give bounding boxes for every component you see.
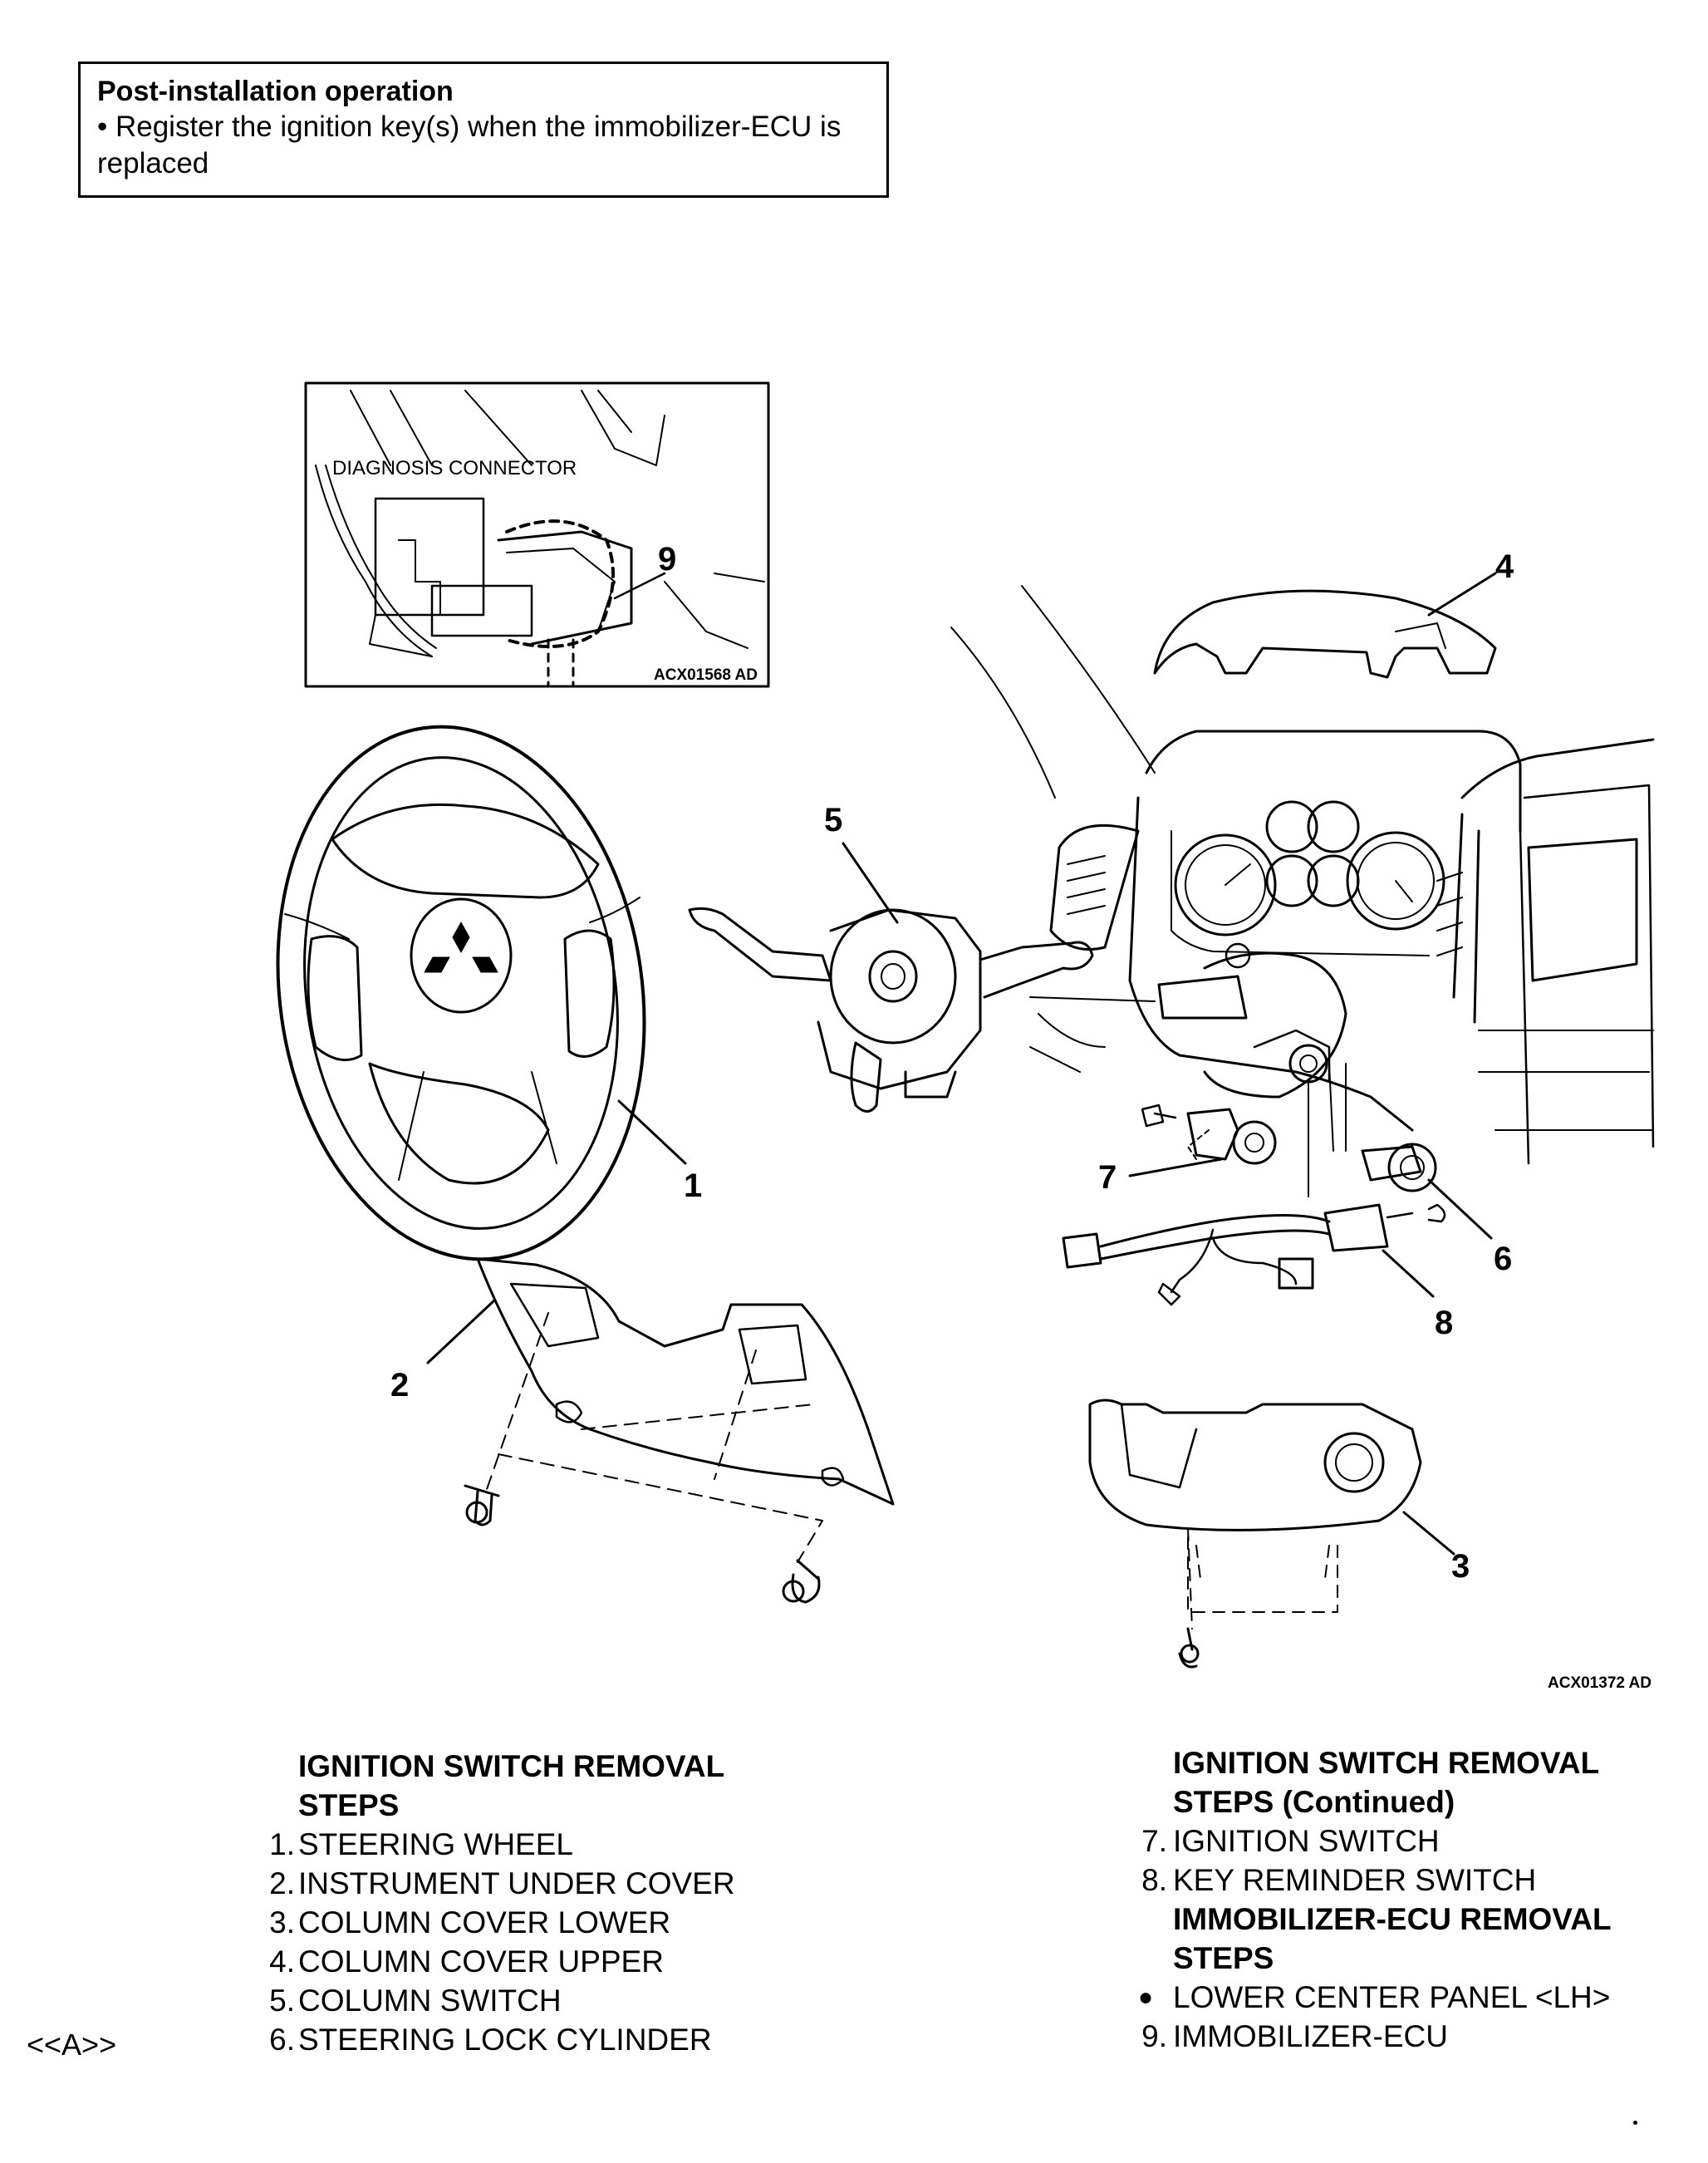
callout-7: 7 bbox=[1098, 1159, 1117, 1196]
callout-5: 5 bbox=[824, 802, 842, 838]
step-number: 7. bbox=[1141, 1824, 1167, 1858]
step-number: 8. bbox=[1141, 1863, 1167, 1897]
continued-removal-steps: IGNITION SWITCH REMOVAL STEPS (Continued… bbox=[1117, 1743, 1691, 2056]
callout-8: 8 bbox=[1435, 1305, 1453, 1341]
callout-2: 2 bbox=[390, 1367, 409, 1403]
post-installation-title: Post-installation operation bbox=[97, 76, 454, 107]
immobilizer-heading: IMMOBILIZER-ECU REMOVAL bbox=[1173, 1902, 1612, 1936]
step-number: 9. bbox=[1141, 2019, 1167, 2053]
instrument-under-cover: 2 bbox=[390, 1257, 895, 1604]
step-number: 4. bbox=[269, 1944, 295, 1979]
callout-6: 6 bbox=[1494, 1241, 1512, 1277]
inset-label: DIAGNOSIS CONNECTOR bbox=[332, 457, 577, 479]
bullet-icon: ● bbox=[1137, 1984, 1154, 2011]
column-cover-lower: 3 bbox=[1088, 1399, 1470, 1669]
key-reminder-switch: 8 bbox=[1062, 1203, 1453, 1341]
post-installation-line-cont: replaced bbox=[97, 147, 209, 179]
step-text: INSTRUMENT UNDER COVER bbox=[298, 1866, 735, 1900]
immobilizer-heading-cont: STEPS bbox=[1173, 1941, 1274, 1975]
step-item: 5.COLUMN SWITCH bbox=[245, 1981, 860, 2020]
figure-code: ACX01372 AD bbox=[1548, 1674, 1652, 1692]
step-item: 6.STEERING LOCK CYLINDER bbox=[245, 2020, 860, 2059]
step-text: KEY REMINDER SWITCH bbox=[1173, 1863, 1537, 1897]
steering-wheel: 1 bbox=[276, 725, 702, 1261]
step-number: 2. bbox=[269, 1866, 295, 1900]
steps-heading: IGNITION SWITCH REMOVAL bbox=[1173, 1746, 1600, 1780]
step-item: ● LOWER CENTER PANEL <LH> bbox=[1117, 1978, 1691, 2017]
ignition-switch: 7 bbox=[1098, 1104, 1277, 1196]
callout-1: 1 bbox=[684, 1168, 702, 1204]
post-installation-box: Post-installation operation • Register t… bbox=[78, 61, 889, 198]
step-text: LOWER CENTER PANEL <LH> bbox=[1173, 1980, 1611, 2014]
column-switch: 5 bbox=[688, 802, 1094, 1113]
step-number: 5. bbox=[269, 1984, 295, 2018]
step-item: 3.COLUMN COVER LOWER bbox=[245, 1903, 860, 1942]
steering-lock-cylinder: 6 bbox=[1361, 1143, 1512, 1277]
callout-9: 9 bbox=[658, 541, 676, 578]
step-number: 1. bbox=[269, 1827, 295, 1861]
callout-4: 4 bbox=[1495, 548, 1514, 585]
step-item: 4.COLUMN COVER UPPER bbox=[245, 1942, 860, 1981]
step-text: IGNITION SWITCH bbox=[1173, 1824, 1440, 1858]
dashboard bbox=[950, 585, 1655, 1197]
step-item: 1.STEERING WHEEL bbox=[245, 1825, 860, 1864]
step-number: 3. bbox=[269, 1905, 295, 1939]
step-item: 2.INSTRUMENT UNDER COVER bbox=[245, 1864, 860, 1903]
post-installation-line: • Register the ignition key(s) when the … bbox=[97, 111, 842, 143]
inset-figure-code: ACX01568 AD bbox=[654, 666, 758, 684]
step-text: STEERING LOCK CYLINDER bbox=[298, 2023, 712, 2057]
column-cover-upper: 4 bbox=[1153, 548, 1514, 679]
step-text: COLUMN SWITCH bbox=[298, 1984, 562, 2018]
inset-diagnosis-connector: DIAGNOSIS CONNECTOR 9 ACX01568 AD bbox=[304, 381, 770, 688]
step-number: 6. bbox=[269, 2023, 295, 2057]
ignition-switch-removal-steps: IGNITION SWITCH REMOVAL STEPS 1.STEERING… bbox=[245, 1747, 860, 2059]
step-text: COLUMN COVER LOWER bbox=[298, 1905, 671, 1939]
page-dot bbox=[1633, 2121, 1637, 2125]
steps-heading: IGNITION SWITCH REMOVAL bbox=[298, 1749, 725, 1783]
step-text: STEERING WHEEL bbox=[298, 1827, 573, 1861]
step-item: 7.IGNITION SWITCH bbox=[1117, 1821, 1691, 1861]
callout-3: 3 bbox=[1451, 1548, 1470, 1585]
step-text: IMMOBILIZER-ECU bbox=[1173, 2019, 1448, 2053]
service-point-marker: <<A>> bbox=[27, 2028, 117, 2062]
steps-heading-cont: STEPS bbox=[298, 1788, 400, 1822]
step-item: 9.IMMOBILIZER-ECU bbox=[1117, 2017, 1691, 2056]
steps-heading-cont: STEPS (Continued) bbox=[1173, 1785, 1455, 1819]
step-item: 8.KEY REMINDER SWITCH bbox=[1117, 1861, 1691, 1900]
step-text: COLUMN COVER UPPER bbox=[298, 1944, 664, 1979]
